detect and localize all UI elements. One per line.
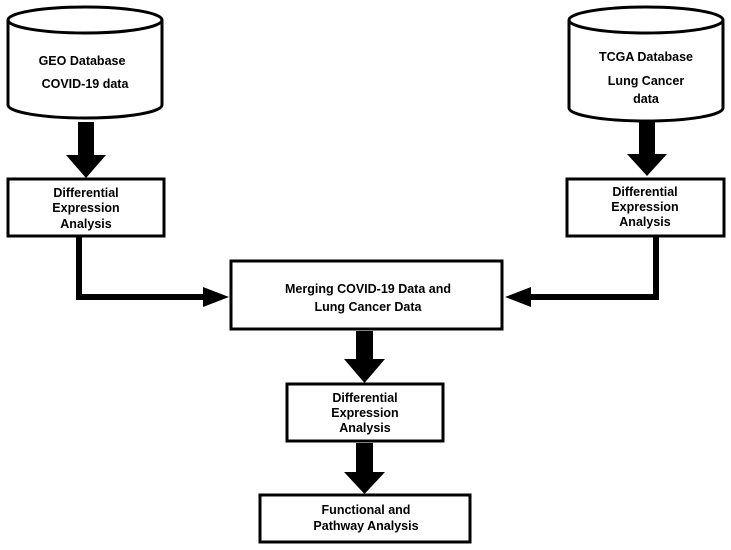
- connector-left-to-merge: [76, 236, 229, 307]
- arrow-tcga-to-dea: [627, 122, 667, 176]
- arrow-dea-to-functional: [344, 443, 385, 494]
- tcga-data-label-2: data: [633, 92, 660, 106]
- functional-line-2: Pathway Analysis: [313, 519, 418, 533]
- dea-left-box: Differential Expression Analysis: [6, 177, 166, 238]
- dea-left-line-2: Expression: [52, 201, 119, 215]
- functional-pathway-box: Functional and Pathway Analysis: [258, 493, 472, 544]
- arrow-geo-to-dea: [66, 122, 106, 178]
- merge-line-1: Merging COVID-19 Data and: [285, 282, 451, 296]
- connector-right-to-merge: [505, 236, 659, 307]
- arrow-merge-to-dea: [344, 331, 385, 383]
- dea-center-line-2: Expression: [331, 406, 398, 420]
- functional-line-1: Functional and: [322, 503, 411, 517]
- dea-right-box: Differential Expression Analysis: [565, 177, 726, 238]
- dea-center-box: Differential Expression Analysis: [285, 382, 445, 443]
- tcga-data-label-1: Lung Cancer: [608, 74, 685, 88]
- dea-center-line-1: Differential: [332, 391, 397, 405]
- dea-center-line-3: Analysis: [339, 421, 390, 435]
- merge-line-2: Lung Cancer Data: [315, 300, 423, 314]
- dea-right-line-1: Differential: [612, 185, 677, 199]
- geo-database-label: GEO Database: [39, 54, 126, 68]
- dea-left-line-1: Differential: [53, 186, 118, 200]
- geo-database-cylinder: GEO Database COVID-19 data: [6, 5, 164, 120]
- tcga-database-label: TCGA Database: [599, 50, 693, 64]
- tcga-database-cylinder: TCGA Database Lung Cancer data: [567, 5, 725, 123]
- dea-right-line-2: Expression: [611, 200, 678, 214]
- dea-right-line-3: Analysis: [619, 215, 670, 229]
- dea-left-line-3: Analysis: [60, 217, 111, 231]
- geo-data-label: COVID-19 data: [42, 77, 130, 91]
- merge-box: Merging COVID-19 Data and Lung Cancer Da…: [229, 259, 504, 331]
